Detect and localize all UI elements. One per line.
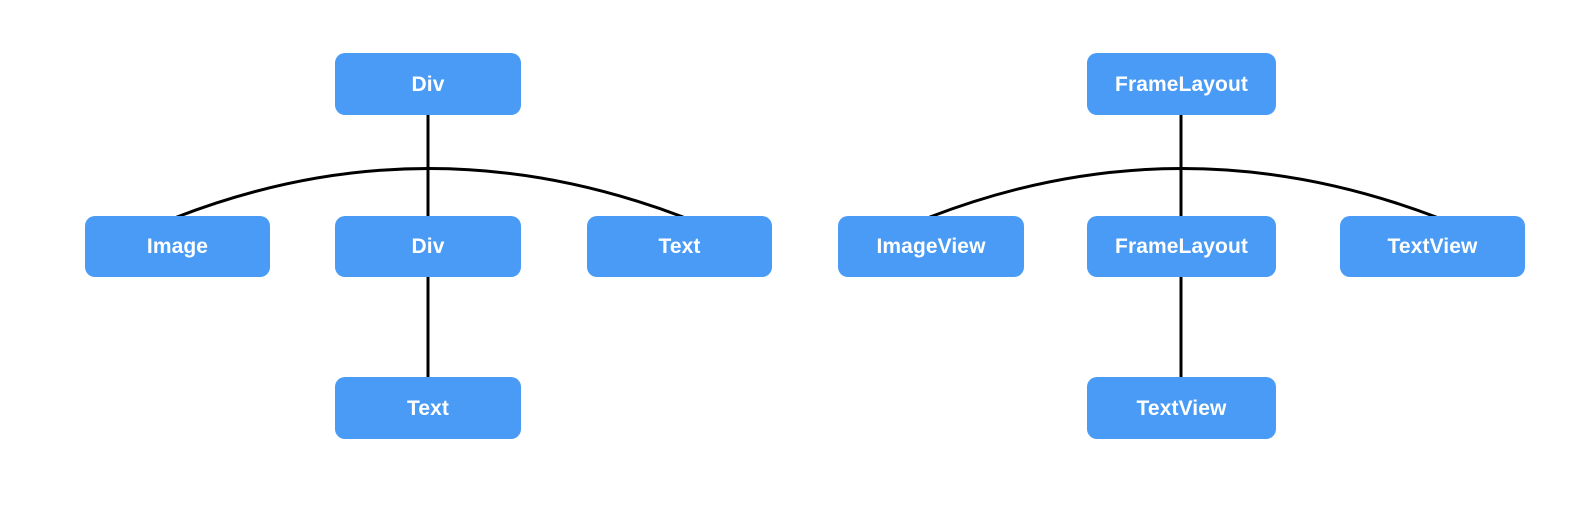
node-web-child-div[interactable]: Div [335, 216, 521, 277]
node-android-leaf-textview[interactable]: TextView [1087, 377, 1276, 439]
node-android-child-framelayout[interactable]: FrameLayout [1087, 216, 1276, 277]
node-android-child-imageview[interactable]: ImageView [838, 216, 1024, 277]
edge-imageview-to-textview-arc [928, 167, 1438, 219]
node-web-root-div[interactable]: Div [335, 53, 521, 115]
node-web-child-image[interactable]: Image [85, 216, 270, 277]
node-web-leaf-text[interactable]: Text [335, 377, 521, 439]
node-android-child-textview[interactable]: TextView [1340, 216, 1525, 277]
node-android-root-framelayout[interactable]: FrameLayout [1087, 53, 1276, 115]
edge-image-to-text-arc [175, 167, 685, 219]
node-web-child-text[interactable]: Text [587, 216, 772, 277]
